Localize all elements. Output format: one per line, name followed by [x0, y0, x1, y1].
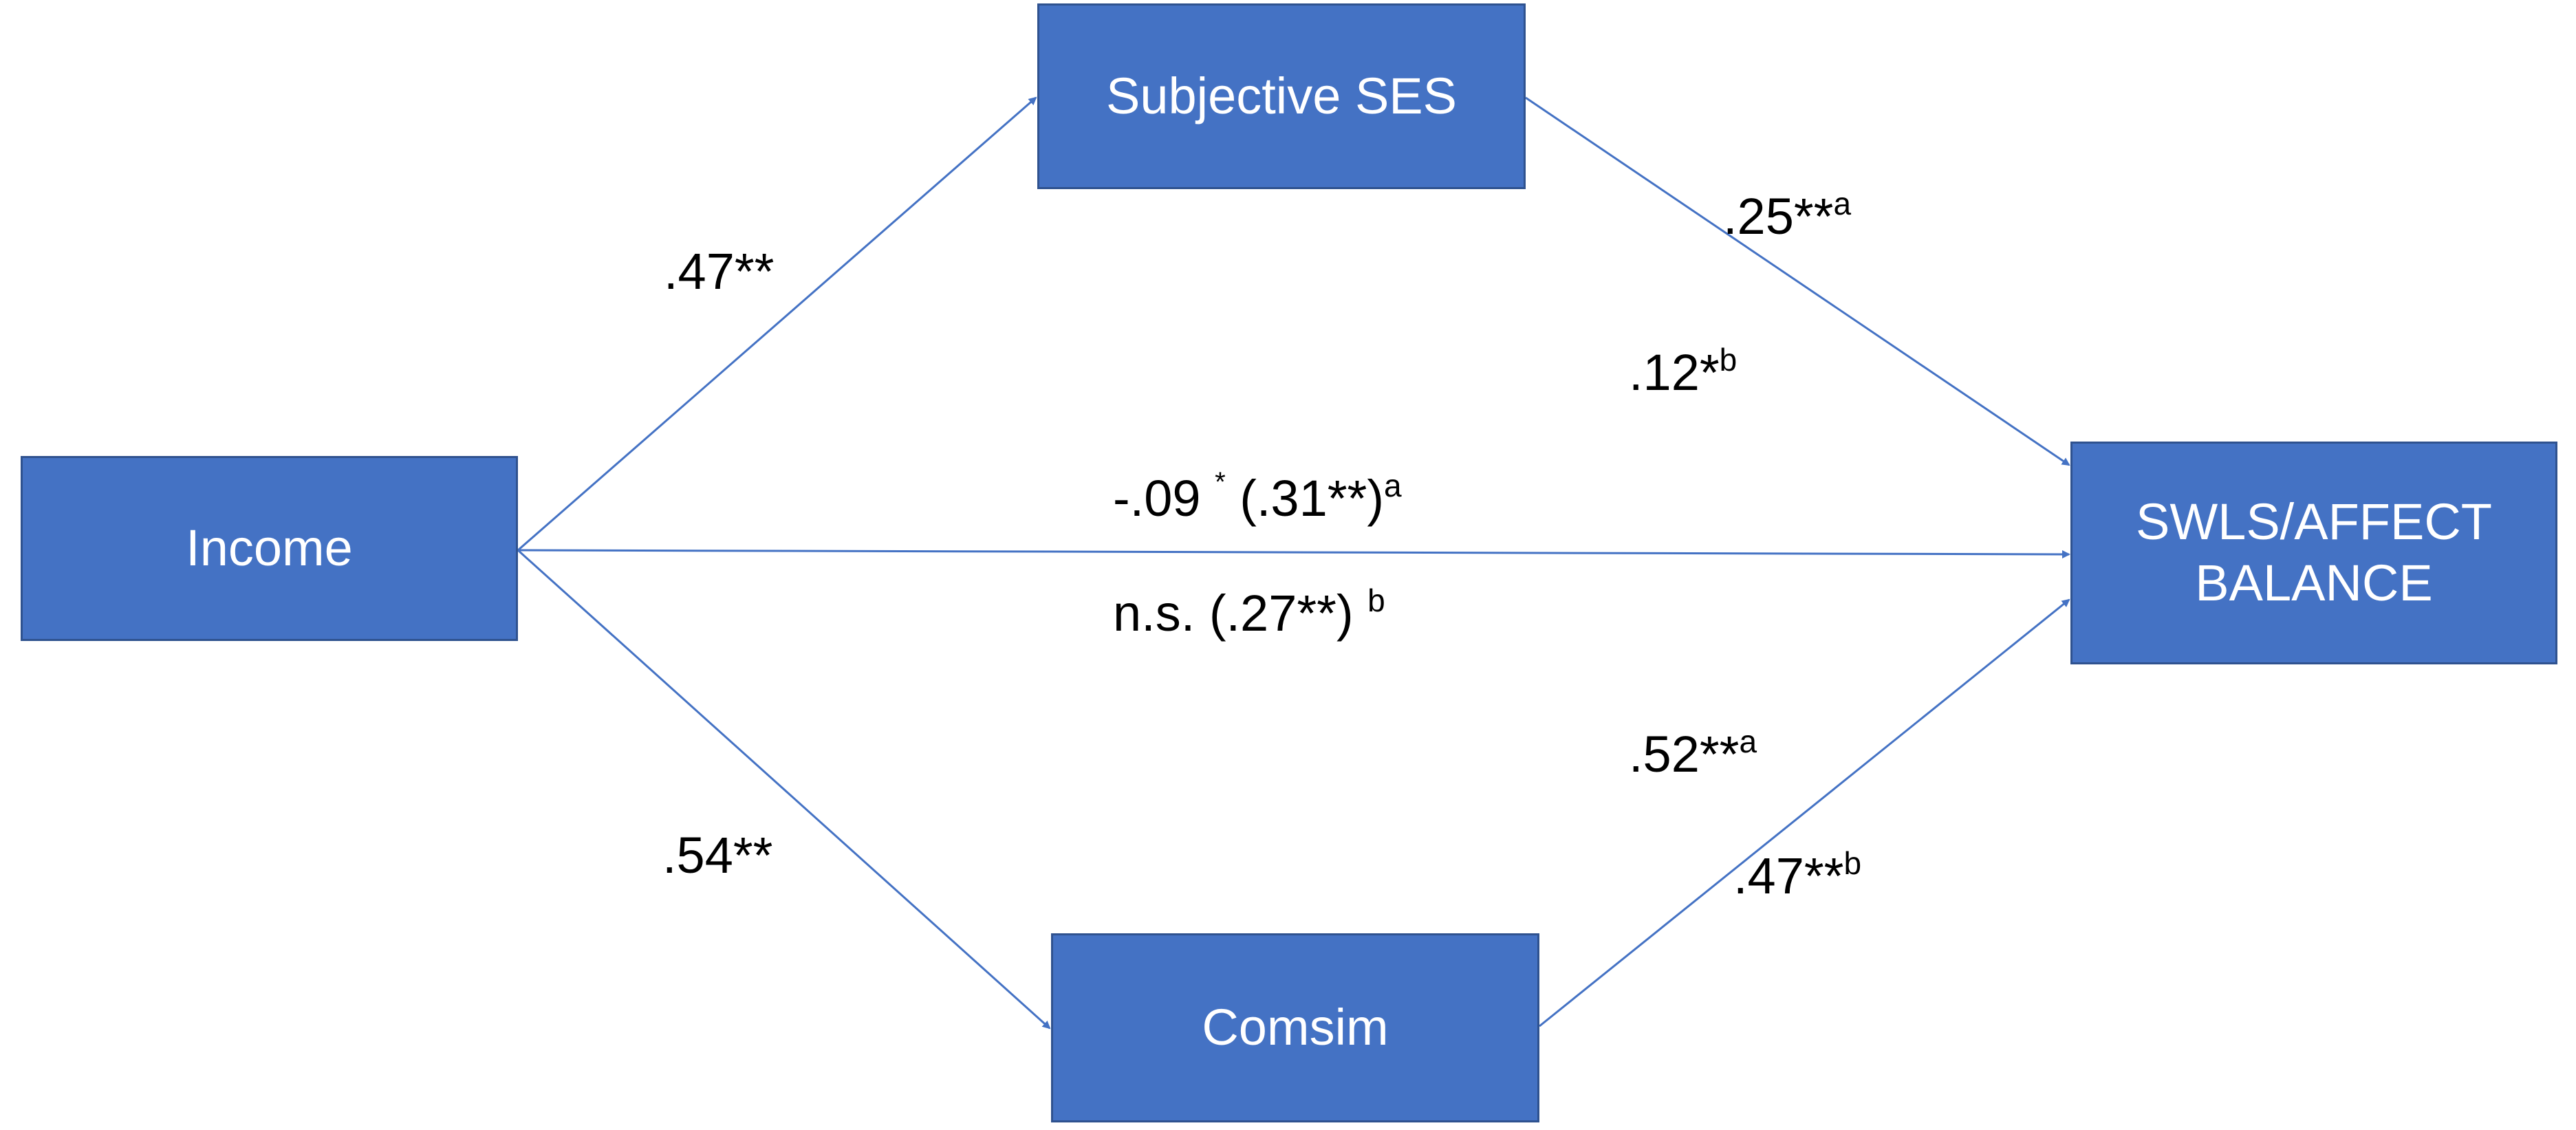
node-subjective-ses-label: Subjective SES: [1105, 67, 1458, 124]
arrow-comsim-to-outcome: [1539, 598, 2070, 1028]
coef-ses-to-outcome-a-value: .25**: [1723, 188, 1834, 245]
arrow-income-to-ses: [517, 96, 1037, 552]
coef-comsim-to-outcome-a-value: .52**: [1629, 726, 1740, 783]
coef-income-to-ses: .47**: [664, 246, 774, 297]
coef-direct-a-star: *: [1215, 467, 1226, 497]
coef-direct-a-superscript: a: [1383, 468, 1402, 503]
arrow-ses-to-outcome: [1525, 96, 2070, 466]
coef-direct-a-value: -.09: [1113, 470, 1201, 527]
coef-comsim-to-outcome-b-value: .47**: [1733, 847, 1844, 904]
arrow-income-to-comsim: [517, 549, 1051, 1030]
arrow-income-to-outcome-direct: [517, 549, 2070, 558]
node-comsim: Comsim: [1051, 933, 1539, 1122]
coef-direct-b-value: n.s. (.27**): [1113, 585, 1368, 642]
coef-ses-to-outcome-b-superscript: b: [1719, 342, 1738, 378]
coef-income-to-ses-value: .47**: [664, 243, 775, 300]
node-subjective-ses: Subjective SES: [1037, 3, 1526, 189]
coef-ses-to-outcome-a-superscript: a: [1833, 186, 1852, 221]
node-comsim-label: Comsim: [1202, 999, 1389, 1056]
coef-direct-a: -.09 * (.31**)a: [1113, 468, 1402, 527]
node-swls-affect-balance: SWLS/AFFECT BALANCE: [2070, 442, 2557, 664]
node-swls-affect-balance-label: SWLS/AFFECT BALANCE: [2135, 493, 2493, 611]
coef-income-to-comsim-value: .54**: [662, 827, 773, 884]
coef-income-to-comsim: .54**: [662, 830, 772, 881]
coef-direct-b-superscript: b: [1367, 583, 1385, 618]
coef-direct-a-total: (.31**): [1225, 470, 1384, 527]
coef-comsim-to-outcome-a-superscript: a: [1739, 724, 1757, 759]
coef-ses-to-outcome-b-value: .12*: [1629, 344, 1720, 401]
coef-ses-to-outcome-b: .12*b: [1629, 344, 1737, 401]
coef-comsim-to-outcome-b: .47**b: [1733, 847, 1861, 902]
coef-direct-b: n.s. (.27**) b: [1113, 585, 1385, 642]
coef-comsim-to-outcome-b-superscript: b: [1843, 845, 1862, 881]
node-income-label: Income: [186, 519, 353, 577]
coef-comsim-to-outcome-a: .52**a: [1629, 726, 1757, 783]
coef-ses-to-outcome-a: .25**a: [1723, 188, 1851, 245]
node-income: Income: [21, 456, 518, 641]
